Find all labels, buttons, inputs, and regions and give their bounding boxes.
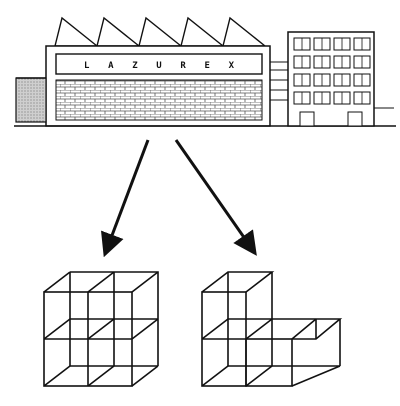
- office-building: [287, 31, 394, 127]
- brick-wall: [55, 79, 263, 121]
- factory-roof: [54, 16, 267, 47]
- office-door: [299, 111, 315, 127]
- shape-right-l-shape: [201, 271, 343, 387]
- factory-sign-text: L A Z U R E X: [84, 61, 235, 71]
- shape-left-full-cube: [43, 271, 159, 387]
- left-arrow: [101, 139, 150, 258]
- factory-building: L A Z U R E X: [14, 16, 396, 127]
- office-door: [347, 111, 363, 127]
- side-shed: [15, 77, 47, 123]
- connector: [270, 61, 288, 101]
- arrows: [101, 139, 257, 258]
- office-windows: [293, 37, 371, 105]
- right-arrow: [174, 139, 257, 256]
- factory-sign: [55, 53, 263, 75]
